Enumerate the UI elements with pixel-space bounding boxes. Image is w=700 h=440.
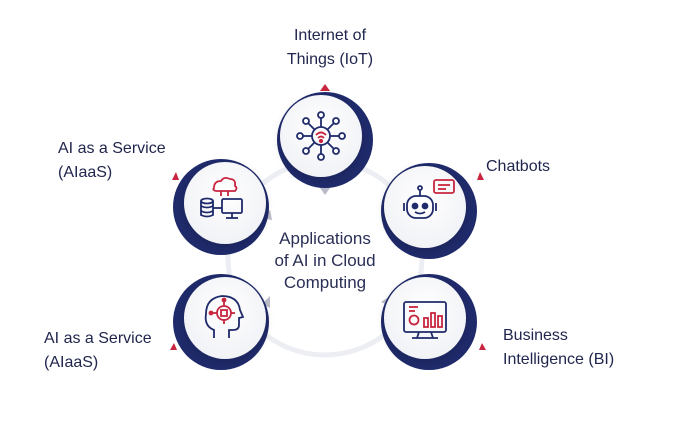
cloud-database-computer-icon bbox=[200, 176, 243, 219]
center-title: Applications of AI in Cloud Computing bbox=[250, 228, 400, 294]
center-title-line-3: Computing bbox=[283, 273, 367, 292]
label-bi-line-1: Business bbox=[503, 327, 568, 344]
node-aiaas-bottom bbox=[173, 274, 269, 370]
label-aiaas-top: AI as a Service (AIaaS) bbox=[58, 137, 166, 185]
label-bi-line-2: Intelligence (BI) bbox=[503, 351, 615, 368]
center-title-line-2: of AI in Cloud bbox=[274, 251, 376, 270]
analytics-monitor-icon bbox=[403, 301, 447, 339]
ai-brain-head-icon bbox=[204, 295, 245, 338]
label-chatbots-line-1: Chatbots bbox=[486, 158, 551, 175]
center-title-line-1: Applications bbox=[279, 229, 371, 248]
label-chatbots: Chatbots bbox=[486, 155, 550, 179]
label-aiaas-top-line-1: AI as a Service bbox=[58, 140, 166, 157]
label-aiaas-top-line-2: (AIaaS) bbox=[58, 164, 113, 181]
node-chatbots bbox=[381, 163, 477, 259]
robot-chat-icon bbox=[403, 179, 455, 219]
node-aiaas-top bbox=[173, 159, 269, 255]
accent-markers bbox=[170, 84, 486, 350]
label-iot: Internet of Things (IoT) bbox=[270, 24, 390, 72]
label-aiaas-bottom-line-2: (AIaaS) bbox=[44, 354, 99, 371]
label-aiaas-bottom-line-1: AI as a Service bbox=[44, 330, 152, 347]
label-aiaas-bottom: AI as a Service (AIaaS) bbox=[44, 327, 152, 375]
label-iot-line-2: Things (IoT) bbox=[286, 51, 374, 68]
node-iot bbox=[277, 92, 373, 188]
node-bi bbox=[381, 274, 477, 370]
label-bi: Business Intelligence (BI) bbox=[503, 324, 614, 372]
network-wifi-hub-icon bbox=[296, 111, 346, 161]
label-iot-line-1: Internet of bbox=[293, 27, 367, 44]
